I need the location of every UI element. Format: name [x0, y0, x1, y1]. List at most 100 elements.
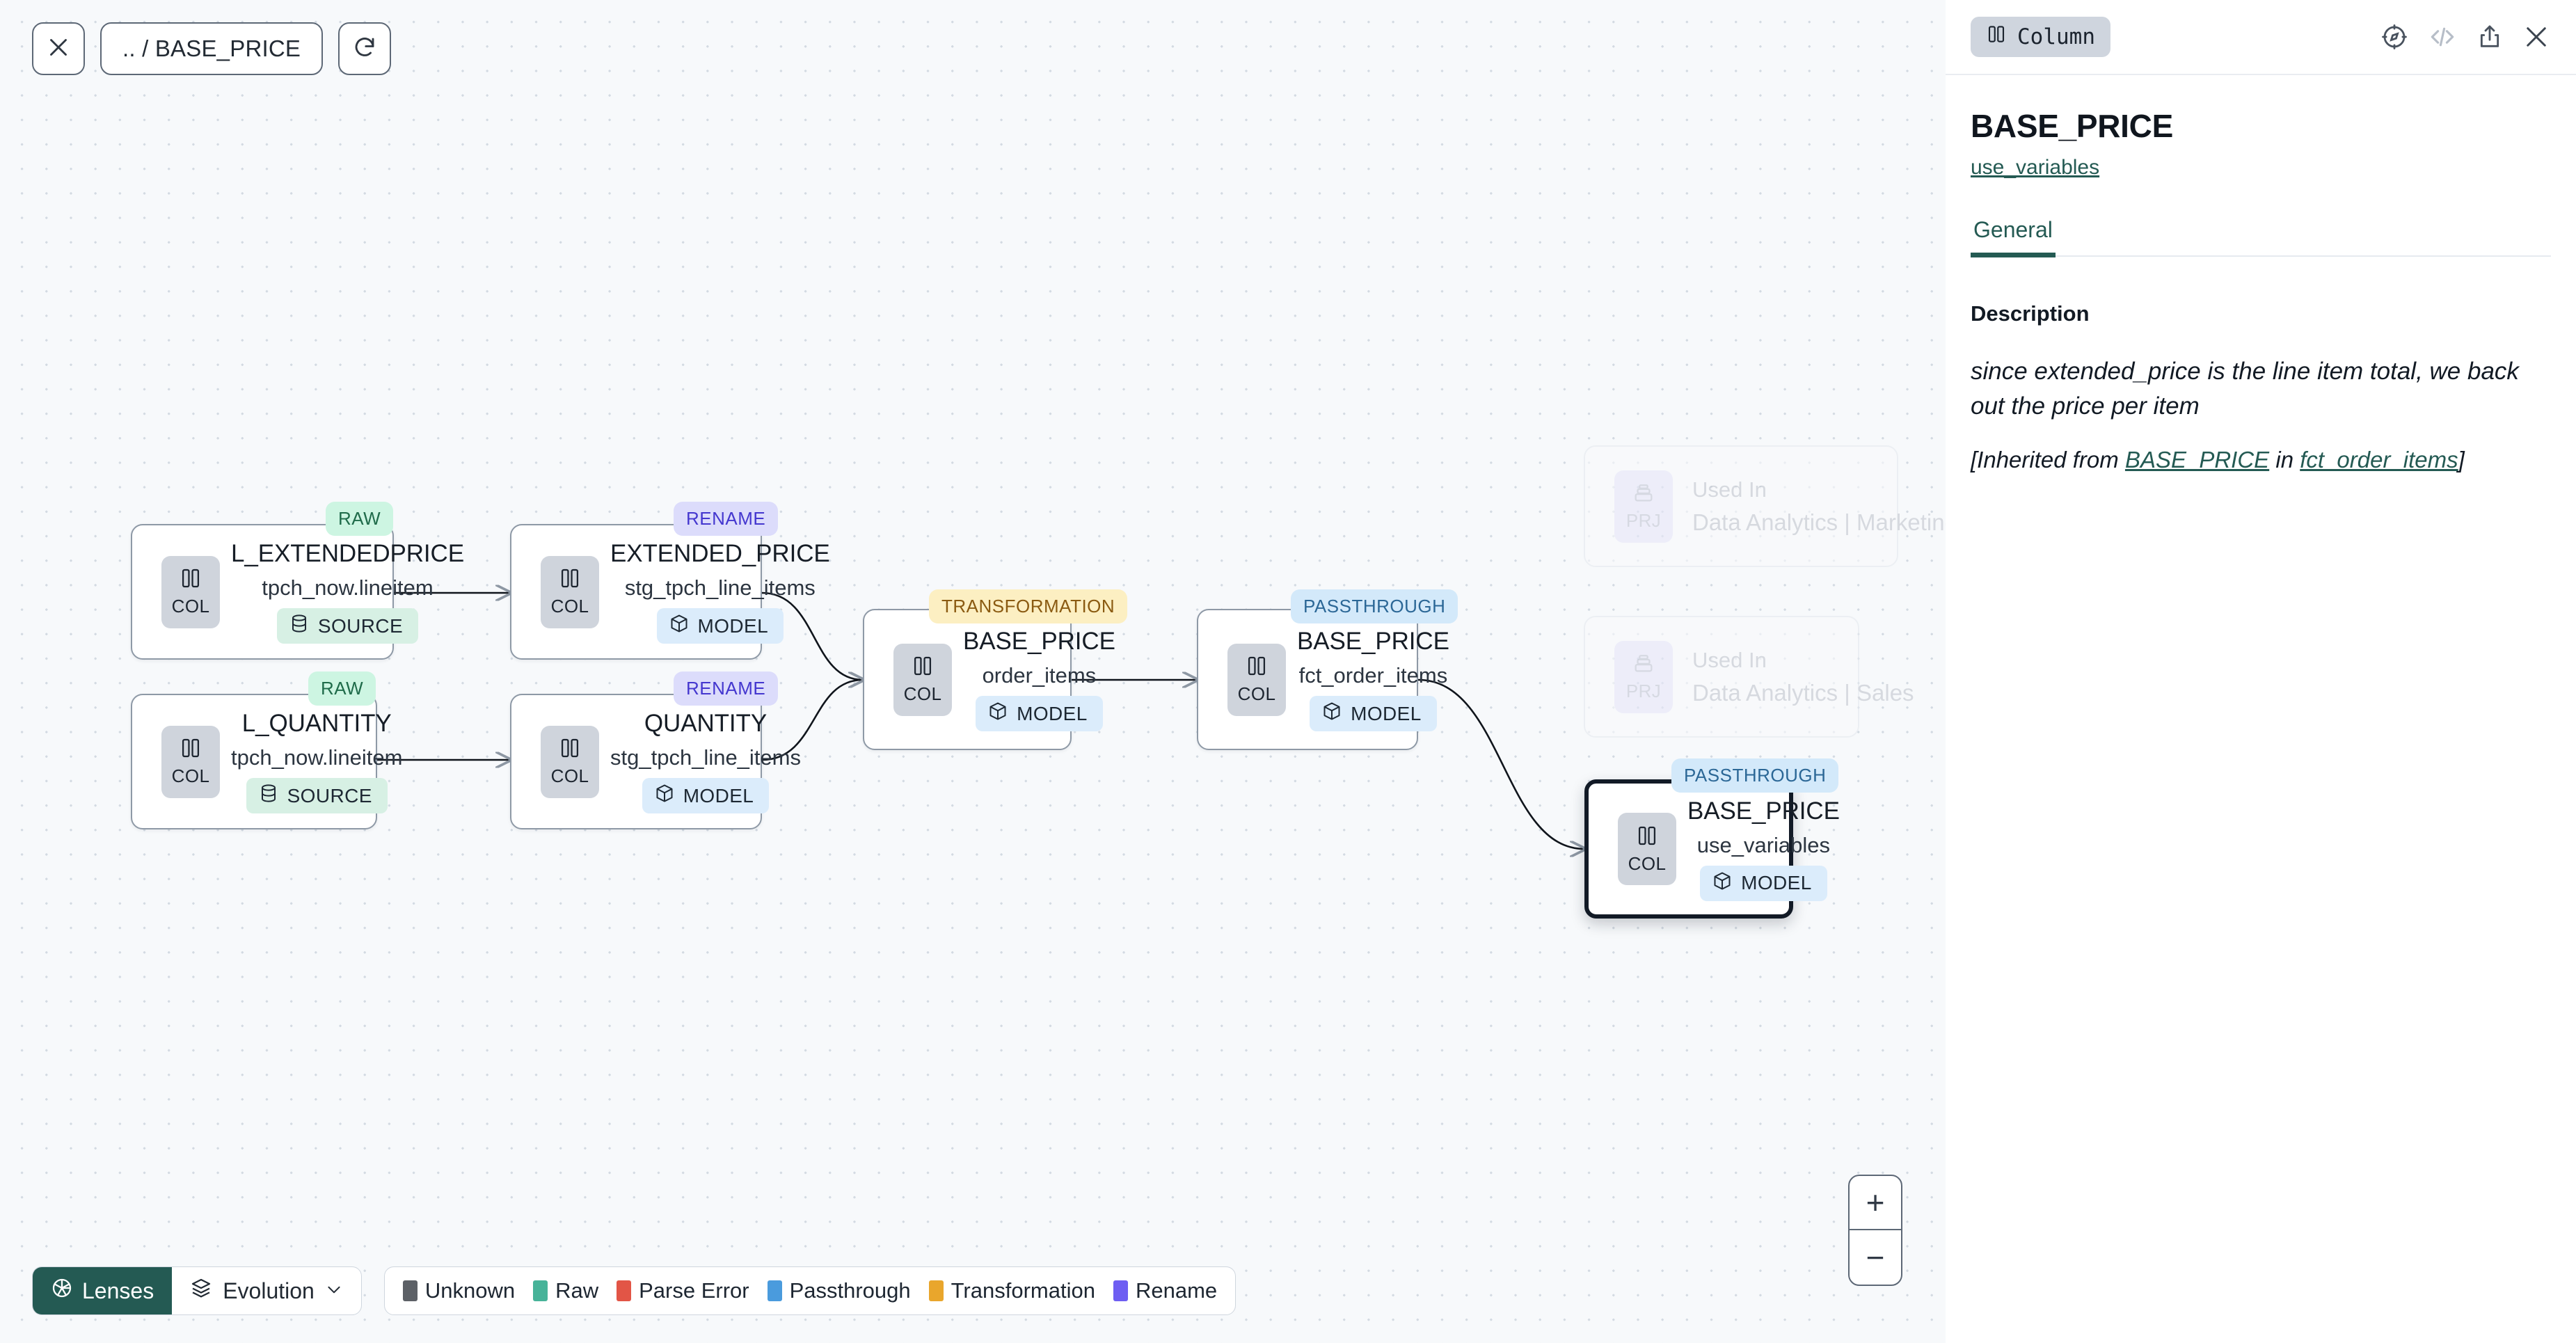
project-icon — [1632, 481, 1655, 508]
lineage-node-l_quantity[interactable]: COLL_QUANTITYtpch_now.lineitemSOURCE — [131, 694, 377, 829]
lineage-ghost-used-in-marketing[interactable]: PRJUsed InData Analytics | Marketing — [1584, 445, 1898, 567]
chevron-down-icon — [325, 1278, 343, 1304]
lineage-node-base_price_fct_order_items[interactable]: COLBASE_PRICEfct_order_itemsMODEL — [1197, 609, 1418, 750]
entity-parent-link[interactable]: use_variables — [1971, 156, 2099, 180]
entity-kind-badge[interactable]: Column — [1971, 17, 2110, 57]
lineage-node-extended_price[interactable]: COLEXTENDED_PRICEstg_tpch_line_itemsMODE… — [510, 524, 762, 660]
lenses-segment: Lenses Evolution — [32, 1266, 362, 1315]
project-icon — [1632, 651, 1655, 678]
node-kind-tag: COL — [1618, 813, 1676, 885]
legend-item[interactable]: Transformation — [929, 1278, 1095, 1303]
page-title: BASE_PRICE — [1971, 107, 2551, 145]
legend-swatch — [929, 1280, 944, 1301]
legend-swatch — [768, 1280, 782, 1301]
column-icon — [1986, 24, 2007, 50]
node-subtitle: use_variables — [1697, 833, 1830, 858]
node-name: BASE_PRICE — [1687, 797, 1840, 825]
node-name: L_QUANTITY — [242, 710, 392, 738]
node-subtitle: order_items — [983, 663, 1097, 688]
lineage-ghost-used-in-sales[interactable]: PRJUsed InData Analytics | Sales — [1584, 616, 1859, 738]
project-kind-tag: PRJ — [1614, 641, 1673, 713]
node-type-chip: MODEL — [976, 696, 1103, 731]
node-name: QUANTITY — [644, 710, 767, 738]
code-icon[interactable] — [2427, 22, 2458, 52]
node-type-label: MODEL — [683, 785, 754, 807]
node-kind-label: COL — [551, 765, 589, 787]
breadcrumb[interactable]: .. / BASE_PRICE — [100, 22, 323, 75]
node-kind-tag: COL — [893, 644, 952, 716]
node-kind-label: COL — [1628, 853, 1667, 875]
close-graph-button[interactable] — [32, 22, 85, 75]
panel-header-actions — [2380, 22, 2551, 52]
zoom-out-button[interactable]: − — [1850, 1230, 1901, 1285]
legend-label: Transformation — [951, 1278, 1095, 1303]
lineage-node-base_price_use_variables[interactable]: COLBASE_PRICEuse_variablesMODEL — [1584, 779, 1793, 919]
evolution-label: Evolution — [223, 1278, 315, 1304]
lenses-label: Lenses — [82, 1278, 154, 1304]
node-badge-l_quantity: RAW — [308, 672, 376, 706]
tab-general[interactable]: General — [1971, 217, 2068, 255]
lineage-node-quantity[interactable]: COLQUANTITYstg_tpch_line_itemsMODEL — [510, 694, 762, 829]
node-subtitle: stg_tpch_line_items — [625, 575, 816, 601]
legend-swatch — [617, 1280, 631, 1301]
inherited-middle: in — [2269, 447, 2300, 472]
node-kind-label: COL — [904, 683, 942, 705]
close-icon — [46, 35, 71, 63]
node-kind-label: COL — [172, 596, 210, 617]
legend-item[interactable]: Raw — [533, 1278, 598, 1303]
node-type-label: MODEL — [1351, 703, 1422, 725]
node-badge-base_price_order_items: TRANSFORMATION — [929, 589, 1127, 623]
lineage-node-base_price_order_items[interactable]: COLBASE_PRICEorder_itemsMODEL — [863, 609, 1072, 750]
node-kind-tag: COL — [541, 556, 599, 628]
node-kind-label: COL — [551, 596, 589, 617]
legend-item[interactable]: Unknown — [403, 1278, 515, 1303]
node-kind-tag: COL — [541, 726, 599, 798]
node-type-chip: SOURCE — [277, 608, 418, 644]
lineage-node-l_extendedprice[interactable]: COLL_EXTENDEDPRICEtpch_now.lineitemSOURC… — [131, 524, 394, 660]
share-icon[interactable] — [2476, 23, 2504, 51]
canvas-bottom-bar: Lenses Evolution Unknown — [32, 1266, 1236, 1315]
evolution-dropdown[interactable]: Evolution — [172, 1267, 361, 1314]
compass-icon[interactable] — [2380, 22, 2409, 51]
inherited-prefix: [Inherited from — [1971, 447, 2125, 472]
legend-label: Parse Error — [639, 1278, 749, 1303]
lineage-canvas[interactable]: .. / BASE_PRICE RAW COLL_EXTENDEDPRICEtpc… — [0, 0, 1946, 1343]
lenses-button[interactable]: Lenses — [33, 1267, 172, 1314]
legend-swatch — [403, 1280, 418, 1301]
inherited-column-link[interactable]: BASE_PRICE — [2125, 447, 2269, 472]
close-icon[interactable] — [2522, 22, 2551, 51]
node-kind-label: COL — [1238, 683, 1276, 705]
legend-item[interactable]: Passthrough — [768, 1278, 911, 1303]
project-kind-label: PRJ — [1626, 510, 1661, 532]
cube-icon — [669, 613, 690, 639]
column-icon — [558, 736, 582, 763]
node-subtitle: tpch_now.lineitem — [262, 575, 433, 601]
details-panel-body: BASE_PRICE use_variables General Descrip… — [1946, 75, 2576, 1343]
node-kind-tag: COL — [161, 726, 220, 798]
legend-label: Rename — [1136, 1278, 1217, 1303]
zoom-in-button[interactable]: + — [1850, 1176, 1901, 1230]
refresh-button[interactable] — [338, 22, 391, 75]
node-name: BASE_PRICE — [1297, 628, 1449, 655]
inherited-suffix: ] — [2458, 447, 2465, 472]
node-type-chip: SOURCE — [246, 778, 388, 813]
details-tabs: General — [1971, 217, 2551, 257]
database-icon — [258, 783, 279, 809]
column-icon — [1245, 654, 1269, 681]
node-type-label: MODEL — [1741, 872, 1812, 894]
column-icon — [558, 566, 582, 594]
legend-item[interactable]: Rename — [1113, 1278, 1217, 1303]
cube-icon — [1712, 871, 1733, 896]
node-kind-label: COL — [172, 765, 210, 787]
column-icon — [179, 736, 202, 763]
legend-label: Raw — [555, 1278, 598, 1303]
node-subtitle: tpch_now.lineitem — [231, 745, 402, 770]
legend-item[interactable]: Parse Error — [617, 1278, 749, 1303]
details-panel-header: Column — [1946, 0, 2576, 75]
node-name: EXTENDED_PRICE — [610, 540, 830, 568]
node-name: BASE_PRICE — [963, 628, 1115, 655]
cube-icon — [1321, 701, 1342, 726]
node-type-label: MODEL — [1017, 703, 1088, 725]
inherited-model-link[interactable]: fct_order_items — [2300, 447, 2458, 472]
node-badge-extended_price: RENAME — [674, 502, 778, 536]
